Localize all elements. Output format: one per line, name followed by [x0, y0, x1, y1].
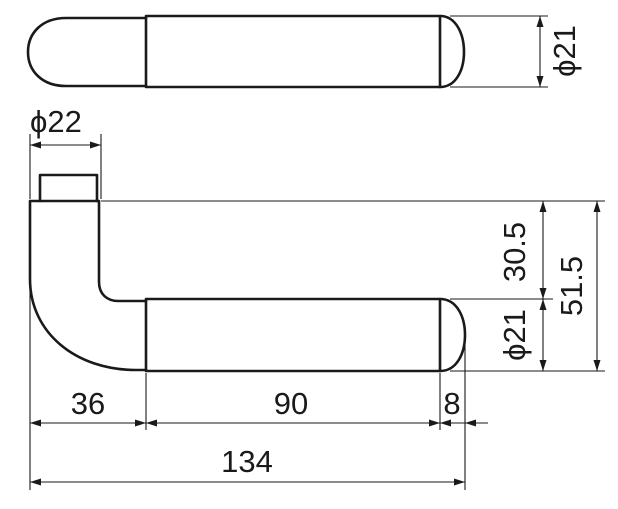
offset-arrow-up [539, 201, 547, 212]
lever-body [28, 199, 148, 372]
base-width-label: 36 [71, 386, 105, 421]
total-length-label: 134 [221, 444, 273, 479]
rose-arrow-left [30, 141, 41, 149]
tip-length-label: 8 [443, 386, 460, 421]
rose-boss [38, 173, 99, 203]
tip-length-arrow-right [465, 419, 476, 427]
total-height-arrow-up [593, 201, 601, 212]
offset-arrow-down [539, 288, 547, 299]
grip-length-label: 90 [274, 386, 308, 421]
tip-length-arrow-left [440, 419, 451, 427]
base-width-arrow-left [30, 419, 41, 427]
rose-arrow-right [90, 141, 101, 149]
grip-length-arrow-left [146, 419, 157, 427]
top-view-arrow-up [536, 16, 544, 27]
lever-tip [438, 297, 467, 373]
total-length-arrow-right [454, 478, 465, 486]
grip-arrow-down [539, 360, 547, 371]
base-width-arrow-right [135, 419, 146, 427]
grip-length-arrow-right [429, 419, 440, 427]
grip-arrow-up [539, 299, 547, 310]
total-height-label: 51.5 [554, 256, 589, 316]
top-view-base-end [26, 16, 148, 88]
total-length-arrow-left [30, 478, 41, 486]
offset-height-label: 30.5 [497, 222, 532, 282]
top-view-diameter-label: ϕ21 [547, 25, 582, 77]
lever-grip [144, 297, 442, 373]
rose-diameter-label: ϕ22 [30, 104, 82, 139]
grip-diameter-label: ϕ21 [497, 309, 532, 361]
top-view: ϕ21 [26, 14, 582, 89]
top-view-grip [144, 14, 442, 89]
top-view-tip [438, 14, 466, 89]
total-height-arrow-down [593, 360, 601, 371]
top-view-arrow-down [536, 76, 544, 87]
side-view: ϕ22 30.5 ϕ21 51.5 36 90 [28, 104, 605, 490]
